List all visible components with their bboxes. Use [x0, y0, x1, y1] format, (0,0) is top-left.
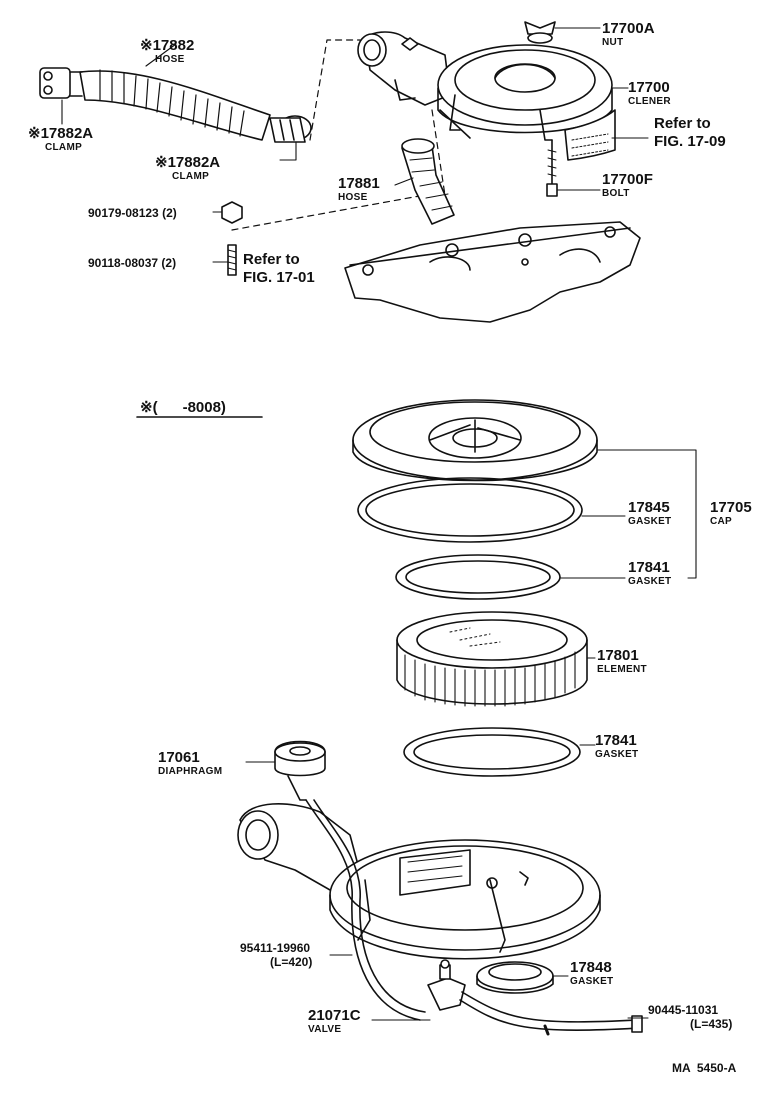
label-17705-name: CAP	[710, 516, 732, 527]
label-17061-name: DIAPHRAGM	[158, 766, 222, 777]
label-17700f-name: BOLT	[602, 188, 630, 199]
label-17801-name: ELEMENT	[597, 664, 647, 675]
label-refer-1701-line2: FIG. 17-01	[243, 269, 315, 286]
air-cleaner-assembly-top	[357, 31, 613, 141]
label-17881-name: HOSE	[338, 192, 368, 203]
label-17882-number: ※17882	[140, 37, 194, 54]
vacuum-valve-21071c	[427, 959, 466, 1011]
air-cleaner-housing-lower	[237, 803, 601, 960]
hose-90445	[459, 991, 643, 1036]
label-17841-lower-number: 17841	[595, 732, 637, 749]
hose-95411	[305, 799, 426, 1021]
gasket-17845	[357, 477, 583, 543]
label-17841-upper-name: GASKET	[628, 576, 671, 587]
label-17705-number: 17705	[710, 499, 752, 516]
label-95411-number: 95411-19960	[240, 941, 310, 955]
label-21071c-number: 21071C	[308, 1007, 361, 1024]
wing-nut-17700a	[524, 21, 556, 44]
label-90118-number: 90118-08037 (2)	[88, 256, 176, 270]
label-17882a-right-name: CLAMP	[172, 171, 209, 182]
label-17061-number: 17061	[158, 749, 200, 766]
footnote-applicability: ※( -8008)	[140, 399, 226, 416]
label-17700f-number: 17700F	[602, 171, 653, 188]
label-17700-name: CLENER	[628, 96, 671, 107]
label-refer-1709-line2: FIG. 17-09	[654, 133, 726, 150]
label-21071c-name: VALVE	[308, 1024, 341, 1035]
label-17841-upper-number: 17841	[628, 559, 670, 576]
hose-17881	[401, 138, 455, 225]
label-90445-length: (L=435)	[690, 1017, 732, 1031]
catalog-code: MA 5450-A	[672, 1061, 737, 1075]
cap-17705	[352, 399, 598, 482]
label-17848-number: 17848	[570, 959, 612, 976]
leader-lines	[61, 27, 697, 1021]
label-17881-number: 17881	[338, 175, 380, 192]
label-90179-number: 90179-08123 (2)	[88, 206, 177, 220]
label-90445-number: 90445-11031	[648, 1003, 718, 1017]
label-17882a-right-number: ※17882A	[155, 154, 220, 171]
bolt-17700f	[546, 139, 558, 197]
label-17882-name: HOSE	[155, 54, 185, 65]
label-refer-1701-line1: Refer to	[243, 251, 300, 268]
label-17882a-left-name: CLAMP	[45, 142, 82, 153]
filter-element-17801	[396, 611, 588, 707]
gasket-17841-upper	[395, 554, 561, 600]
hex-nut-90179	[221, 201, 243, 224]
label-17845-name: GASKET	[628, 516, 671, 527]
mounting-bracket	[344, 221, 641, 323]
label-refer-1709-line1: Refer to	[654, 115, 711, 132]
label-17882a-left-number: ※17882A	[28, 125, 93, 142]
bracket-plate	[564, 109, 616, 161]
label-17845-number: 17845	[628, 499, 670, 516]
label-95411-length: (L=420)	[270, 955, 312, 969]
label-17801-number: 17801	[597, 647, 639, 664]
gasket-17841-lower	[403, 727, 581, 777]
label-17700a-name: NUT	[602, 37, 623, 48]
stud-bolt-90118	[227, 244, 237, 276]
labels: 17700A NUT 17700 CLENER Refer to FIG. 17…	[28, 20, 752, 1075]
label-17841-lower-name: GASKET	[595, 749, 638, 760]
diaphragm-17061	[274, 740, 326, 801]
label-17700-number: 17700	[628, 79, 670, 96]
gasket-17848	[476, 961, 554, 994]
hose-17882	[39, 67, 312, 143]
label-17848-name: GASKET	[570, 976, 613, 987]
label-17700a-number: 17700A	[602, 20, 655, 37]
